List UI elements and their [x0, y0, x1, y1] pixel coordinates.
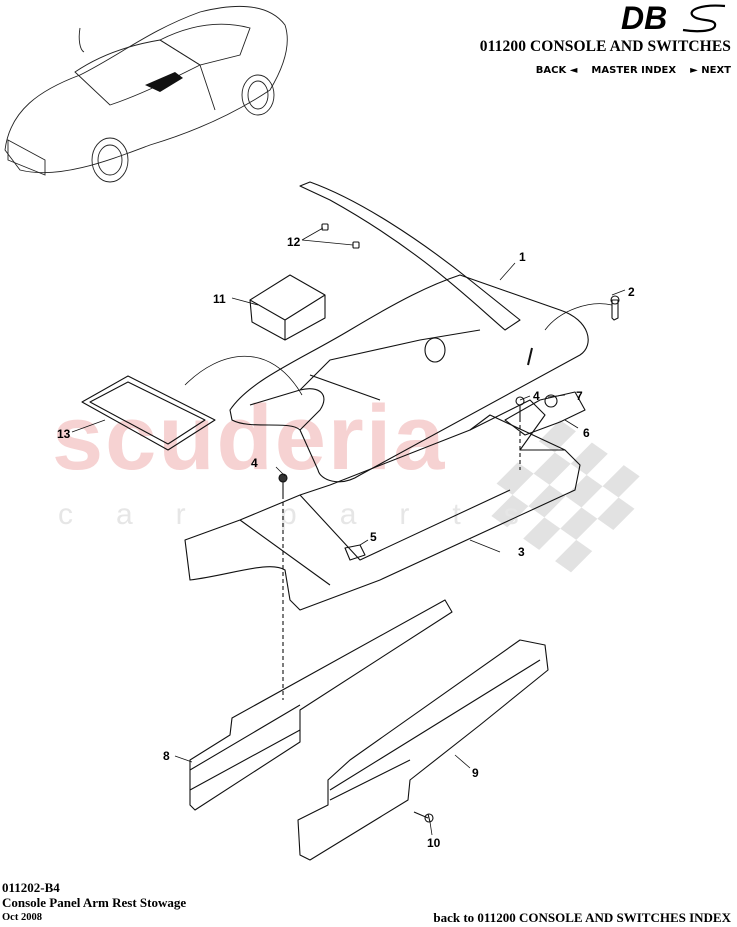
back-link[interactable]: BACK ◄: [535, 65, 578, 76]
callout-9[interactable]: 9: [472, 766, 479, 780]
diagram-description: Console Panel Arm Rest Stowage: [2, 895, 187, 910]
callout-4b[interactable]: 4: [533, 389, 540, 403]
callout-4a[interactable]: 4: [251, 456, 258, 470]
console-highlight: [145, 72, 183, 92]
callout-11[interactable]: 11: [213, 292, 226, 306]
clip-5: [344, 544, 366, 561]
callout-8[interactable]: 8: [163, 749, 170, 763]
nav-bar: BACK ◄ MASTER INDEX ► NEXT: [536, 65, 731, 76]
watermark-scuderia: scuderia: [52, 387, 447, 489]
frame: [184, 414, 581, 611]
dbs-logo: DB: [621, 2, 726, 34]
svg-text:DB: DB: [621, 2, 667, 34]
callout-2[interactable]: 2: [628, 285, 635, 299]
screw-10: [413, 811, 431, 823]
back-to-index-link[interactable]: back to 011200 CONSOLE AND SWITCHES INDE…: [433, 910, 731, 925]
callout-12[interactable]: 12: [287, 235, 301, 249]
diagram-date: Oct 2008: [2, 912, 42, 923]
callout-3[interactable]: 3: [518, 545, 525, 559]
screw-2: [611, 299, 619, 321]
mat-pad: [81, 375, 216, 451]
bracket: [504, 391, 586, 436]
callout-13[interactable]: 13: [57, 427, 71, 441]
callout-5[interactable]: 5: [370, 530, 377, 544]
armrest-lid: [299, 181, 521, 331]
master-index-link[interactable]: MASTER INDEX: [591, 65, 677, 76]
side-panel-left: [189, 599, 453, 811]
callout-10[interactable]: 10: [427, 836, 441, 850]
armrest-body: [229, 274, 589, 483]
callout-6[interactable]: 6: [583, 426, 590, 440]
callout-7[interactable]: 7: [576, 389, 583, 403]
watermark-car-parts: car parts: [58, 498, 562, 531]
side-panel-right: [297, 639, 549, 861]
callout-1[interactable]: 1: [519, 250, 526, 264]
storage-box: [249, 274, 326, 341]
next-link[interactable]: ► NEXT: [690, 65, 731, 76]
section-title: 011200 CONSOLE AND SWITCHES: [479, 38, 731, 55]
diagram-code: 011202-B4: [2, 880, 60, 895]
